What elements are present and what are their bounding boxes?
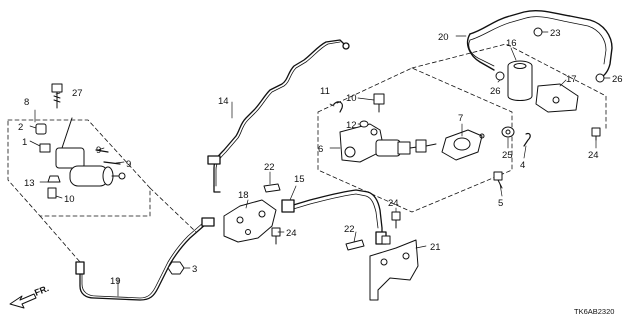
callout-9-upper: 9 [96, 145, 101, 156]
callout-18: 18 [238, 190, 249, 201]
leader-box-link [39, 187, 197, 263]
callout-22-lower: 22 [344, 224, 355, 235]
clutch-pipe-lower [75, 217, 215, 301]
callout-7: 7 [458, 113, 463, 124]
callout-26-right: 26 [612, 74, 623, 85]
clip-4 [523, 132, 531, 147]
washer-12 [359, 120, 369, 128]
clamp-26-right [595, 73, 605, 83]
callout-24-lower: 24 [388, 198, 399, 209]
bolt-24-lower [391, 211, 401, 229]
callout-10-upper: 10 [346, 93, 357, 104]
callout-24-right: 24 [588, 150, 599, 161]
group-box-reservoir [411, 43, 607, 131]
callout-16: 16 [506, 38, 517, 49]
callout-labels: 8 27 2 1 9 9 13 10 19 14 22 15 18 24 3 1… [18, 28, 623, 316]
callout-3: 3 [192, 264, 197, 275]
clip-22-upper [263, 183, 281, 193]
bolt-10-upper [373, 93, 385, 113]
callout-20: 20 [438, 32, 449, 43]
callout-15: 15 [294, 174, 305, 185]
callout-26-left: 26 [490, 86, 501, 97]
callout-11: 11 [320, 86, 330, 97]
callout-23: 23 [550, 28, 561, 39]
gasket-7 [441, 129, 485, 161]
callout-1: 1 [22, 137, 27, 148]
callout-13: 13 [24, 178, 35, 189]
bolt-5 [493, 171, 503, 189]
leader-lines [29, 31, 611, 297]
clutch-pipe-upper [207, 39, 350, 193]
bolt-24-mid [271, 227, 281, 245]
clutch-hose [281, 189, 387, 245]
clip-11 [333, 101, 343, 113]
reservoir-tank [507, 60, 533, 101]
reservoir-bracket [535, 83, 579, 113]
nut-25 [501, 126, 515, 138]
reservoir-hose [466, 9, 613, 79]
callout-5: 5 [498, 198, 503, 209]
master-cylinder-assembly [339, 123, 437, 163]
callout-27: 27 [72, 88, 83, 99]
callout-19: 19 [110, 276, 121, 287]
clip-22-lower [345, 239, 365, 251]
group-box-slave-cylinder [7, 119, 151, 217]
callout-8: 8 [24, 97, 29, 108]
clamp-26-left [495, 71, 505, 81]
bolt-27 [51, 83, 63, 109]
callout-22-upper: 22 [264, 162, 275, 173]
front-direction-arrow-icon [9, 293, 37, 309]
callout-25: 25 [502, 150, 513, 161]
front-direction-label: FR. [33, 283, 50, 298]
nut-3 [167, 261, 185, 275]
callout-21: 21 [430, 242, 441, 253]
callout-17: 17 [566, 74, 577, 85]
callout-4: 4 [520, 160, 525, 171]
callout-6: 6 [318, 144, 323, 155]
callout-14: 14 [218, 96, 229, 107]
callout-9-lower: 9 [126, 159, 131, 170]
callout-24-mid: 24 [286, 228, 297, 239]
nut-23 [533, 27, 543, 37]
diagram-code: TK6AB2320 [574, 307, 614, 316]
bracket-18 [223, 199, 277, 243]
slave-cylinder-assembly [35, 117, 126, 199]
bracket-21 [369, 235, 419, 301]
callout-12: 12 [346, 120, 357, 131]
callout-10-left: 10 [64, 194, 75, 205]
bolt-24-right [591, 127, 601, 141]
callout-2: 2 [18, 122, 23, 133]
